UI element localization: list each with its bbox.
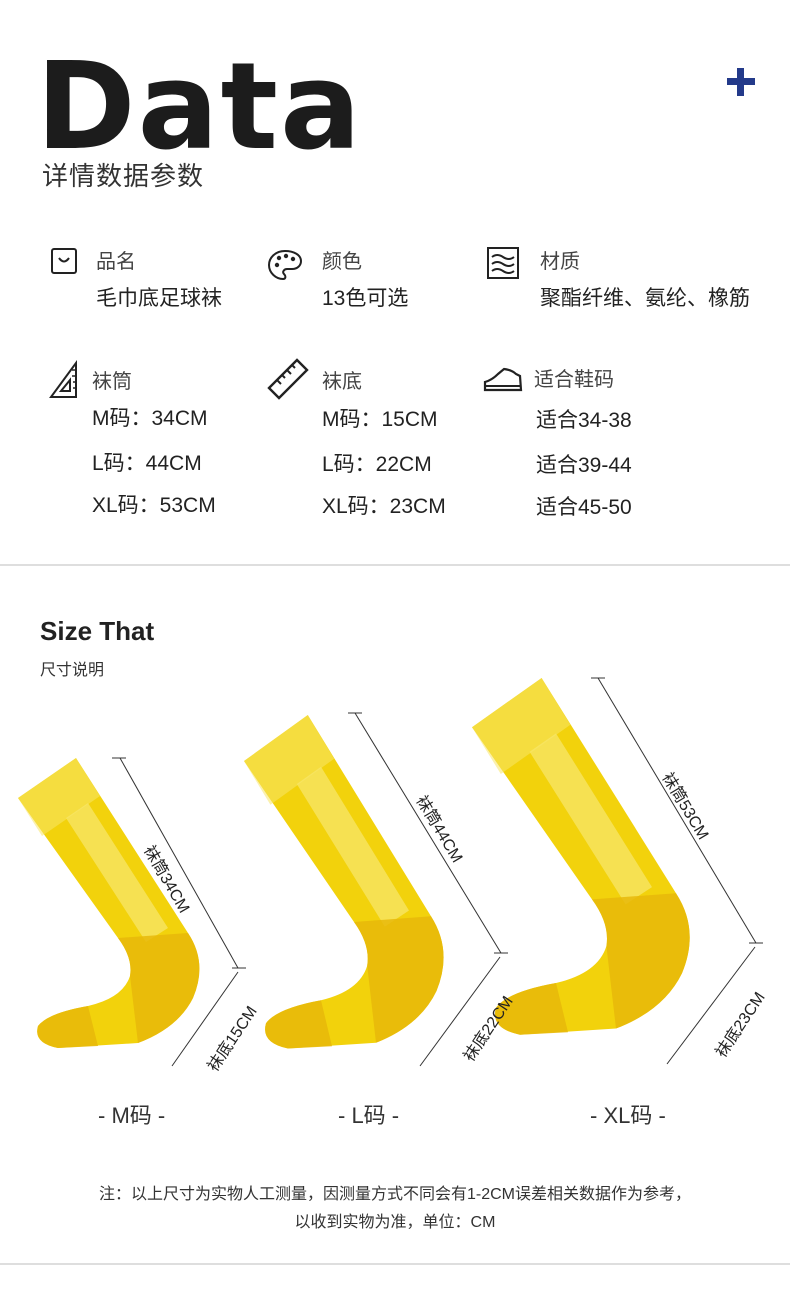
sock-xl (472, 678, 690, 1035)
spec-name-label: 品名 (96, 251, 136, 273)
size-xl-label: - XL码 - (590, 1103, 666, 1128)
page-title: Data (36, 38, 363, 177)
spec-leg-l: L码：44CM (92, 452, 202, 475)
fabric-icon (487, 247, 519, 279)
page-subtitle: 详情数据参数 (42, 161, 205, 191)
palette-icon (267, 249, 303, 281)
triangle-ruler-icon (49, 360, 77, 398)
spec-color-label: 颜色 (322, 251, 362, 273)
spec-sole-xl: XL码：23CM (322, 495, 446, 518)
spec-shoe-xl: 适合45-50 (536, 496, 632, 519)
ruler-icon (267, 358, 309, 400)
spec-sole-l: L码：22CM (322, 453, 432, 476)
spec-shoe-m: 适合34-38 (536, 409, 632, 432)
size-m-label: - M码 - (98, 1103, 166, 1128)
plus-icon (725, 66, 757, 98)
spec-sole-label: 袜底 (322, 371, 362, 393)
sock-l (244, 715, 444, 1049)
spec-name-value: 毛巾底足球袜 (96, 287, 222, 310)
spec-leg-label: 袜筒 (92, 371, 132, 393)
size-l-label: - L码 - (338, 1103, 400, 1128)
note-line-2: 以收到实物为准，单位：CM (294, 1214, 496, 1231)
shoe-icon (483, 367, 523, 392)
spec-leg-xl: XL码：53CM (92, 494, 216, 517)
spec-leg-m: M码：34CM (92, 407, 208, 430)
divider-bottom (0, 1263, 790, 1265)
sock-illustrations (18, 677, 763, 1067)
divider-top (0, 564, 790, 566)
size-section-subtitle: 尺寸说明 (40, 662, 105, 679)
note-line-1: 注：以上尺寸为实物人工测量，因测量方式不同会有1-2CM误差相关数据作为参考， (98, 1186, 691, 1203)
shopping-bag-icon (51, 248, 77, 274)
spec-sole-m: M码：15CM (322, 408, 438, 431)
spec-material-value: 聚酯纤维、氨纶、橡筋 (540, 287, 750, 310)
spec-shoe-label: 适合鞋码 (534, 369, 614, 391)
spec-material-label: 材质 (540, 251, 580, 273)
size-section-title: Size That (40, 616, 155, 646)
spec-color-value: 13色可选 (322, 287, 409, 310)
spec-shoe-l: 适合39-44 (536, 454, 632, 477)
